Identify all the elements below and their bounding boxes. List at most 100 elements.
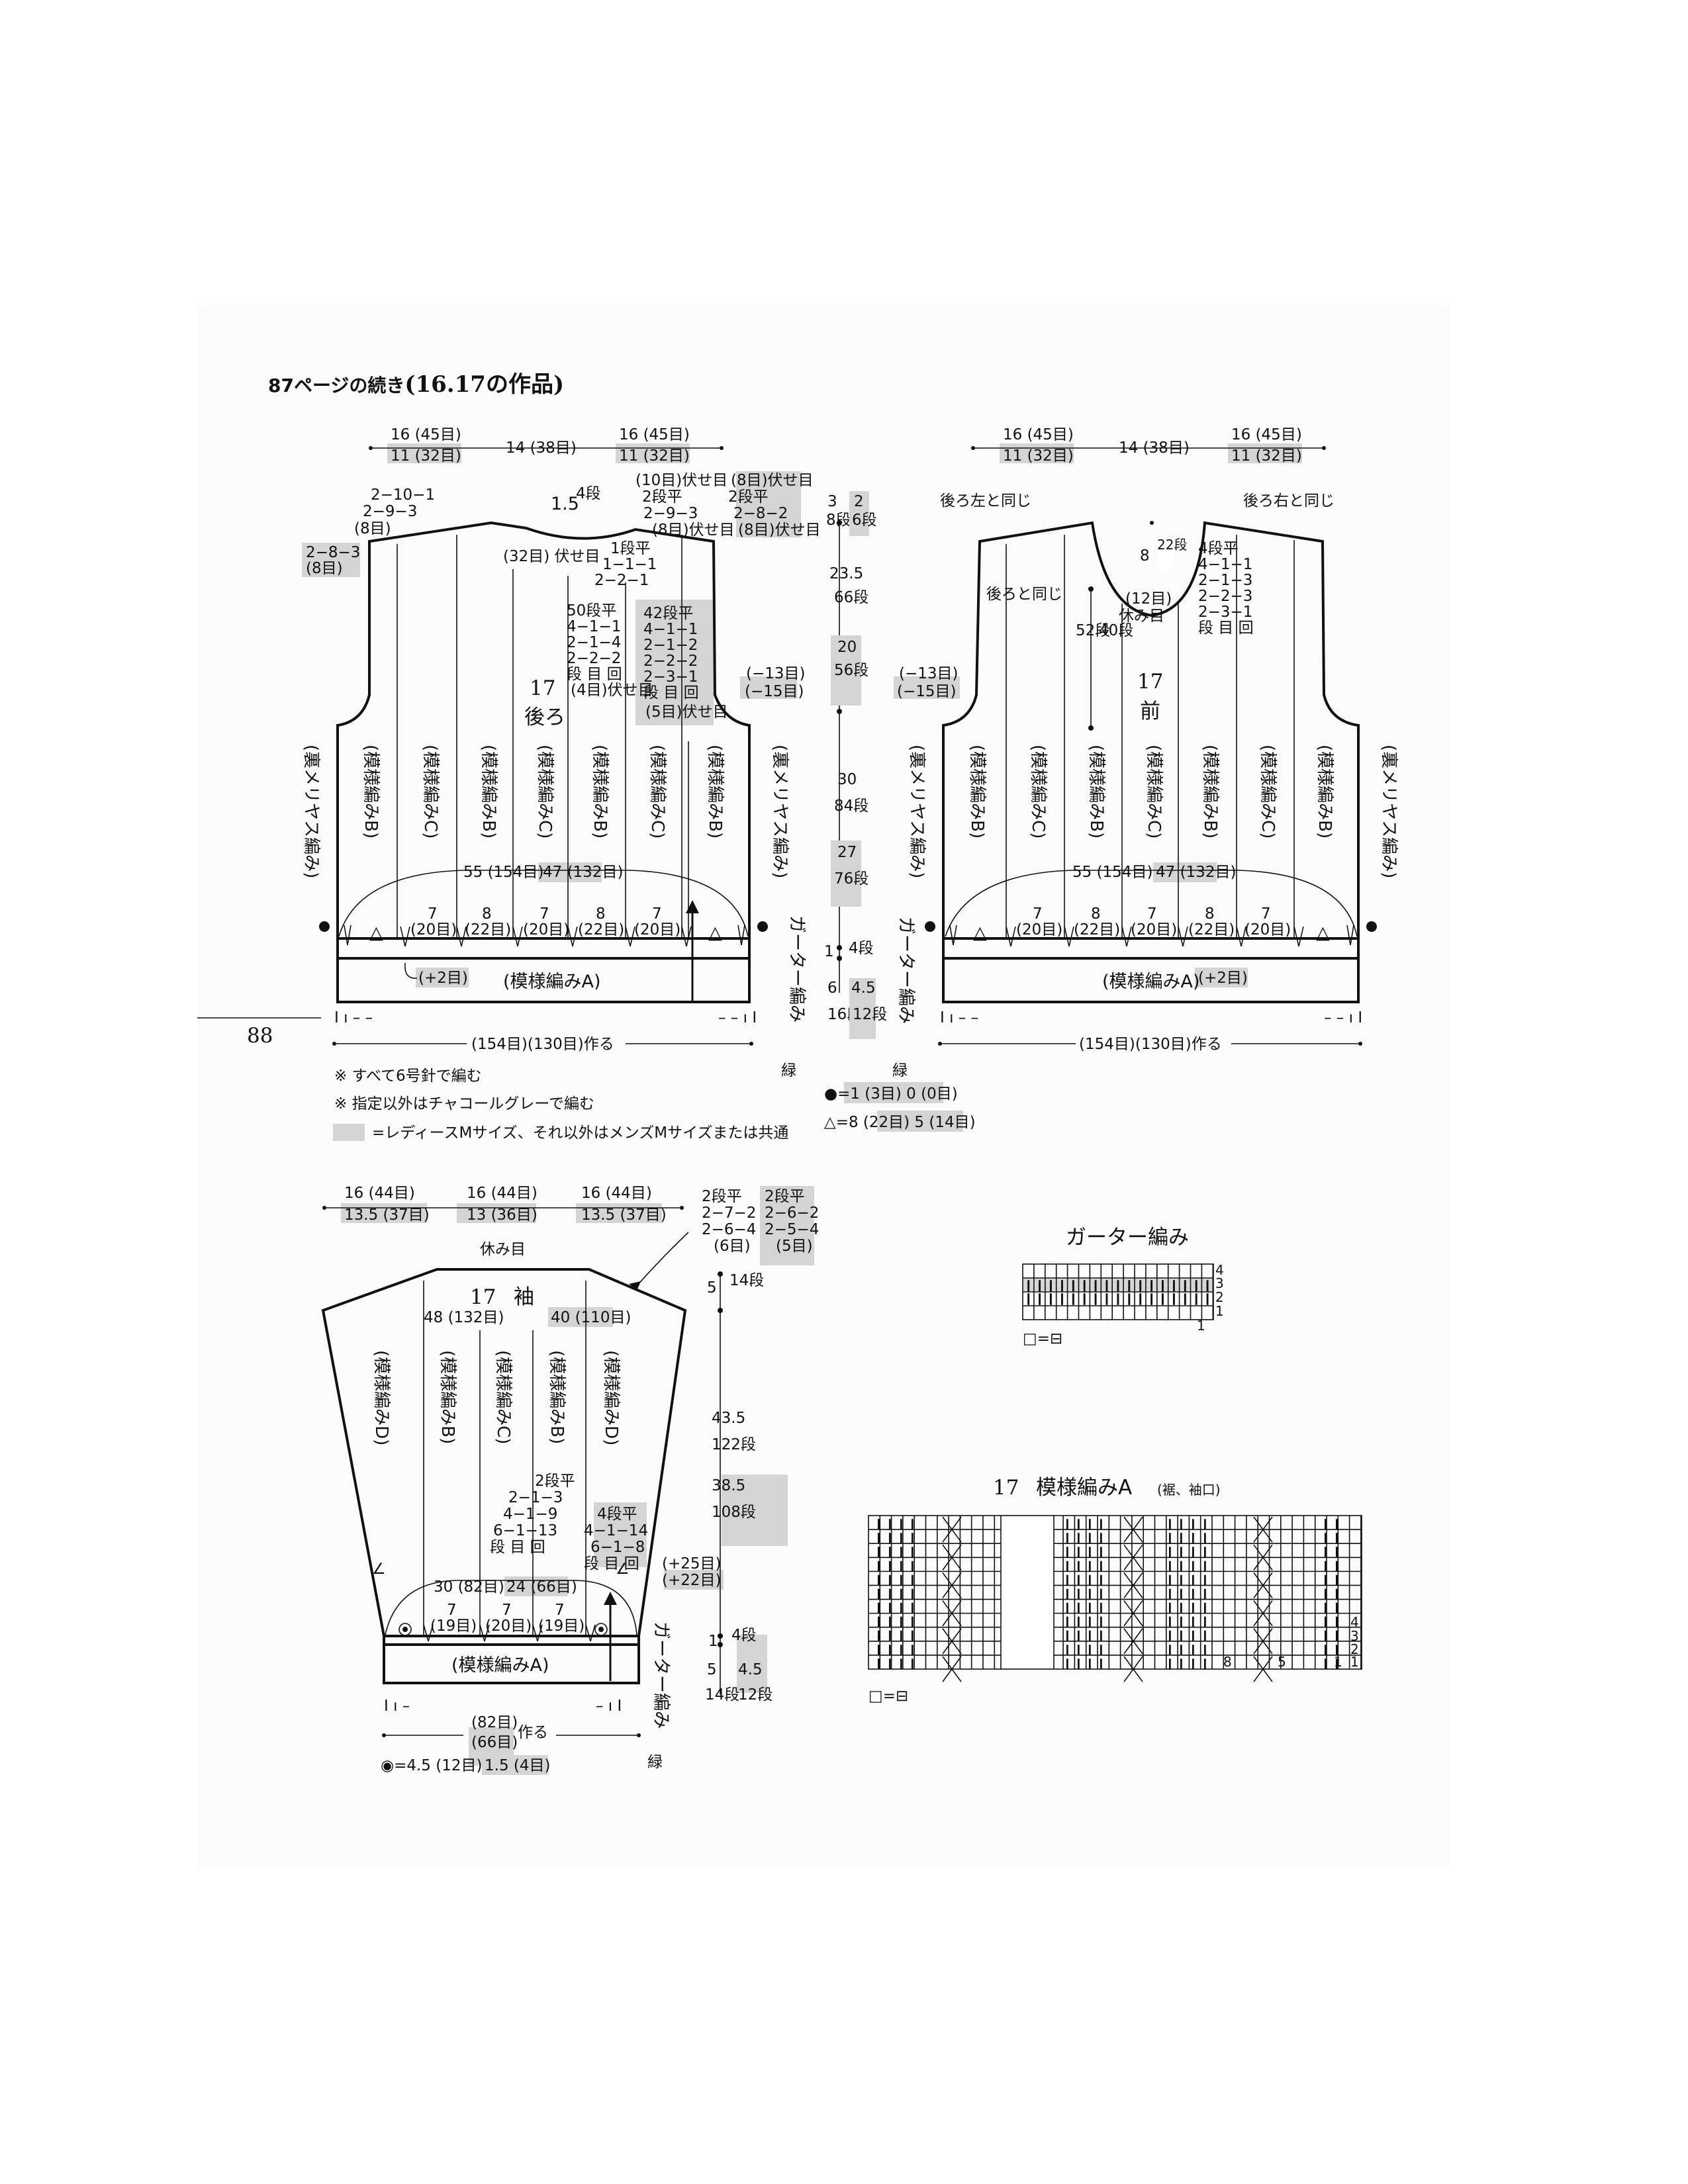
notes: ※ すべて6号針で編む ※ 指定以外はチャコールグレーで編む =レディースMサイ…: [333, 1068, 976, 1142]
svg-text:|: |: [1088, 1603, 1092, 1614]
svg-text:|: |: [1180, 1631, 1183, 1641]
column-label: (裏メリヤス編み): [301, 745, 321, 878]
svg-text:|: |: [1324, 1588, 1327, 1599]
svg-text:|: |: [1180, 1588, 1183, 1599]
svg-text:|: |: [900, 1631, 903, 1641]
svg-text:|: |: [1335, 1588, 1338, 1599]
svg-text:(10目)伏せ目: (10目)伏せ目: [635, 472, 727, 489]
svg-text:|: |: [1088, 1519, 1092, 1529]
svg-text:|: |: [1038, 1292, 1041, 1304]
svg-text:23.5: 23.5: [829, 565, 863, 582]
back-outline: [336, 521, 751, 940]
svg-text:|: |: [888, 1659, 892, 1669]
svg-text:|: |: [1335, 1574, 1338, 1585]
svg-text:|: |: [1168, 1561, 1172, 1571]
svg-text:2段平: 2段平: [765, 1188, 805, 1205]
svg-text:|: |: [1049, 1292, 1053, 1304]
svg-text:|: |: [1077, 1574, 1080, 1585]
svg-text:|: |: [1027, 1292, 1030, 1304]
svg-text:(20目): (20目): [1016, 921, 1062, 938]
svg-text:|: |: [1205, 1279, 1209, 1291]
gray-box: [616, 443, 690, 463]
svg-text:(5目)伏せ目: (5目)伏せ目: [645, 704, 728, 721]
svg-text:50段平: 50段平: [567, 602, 616, 619]
svg-text:|: |: [1116, 1292, 1119, 1304]
svg-text:76段: 76段: [834, 870, 868, 887]
content-panel: [197, 306, 1450, 1868]
svg-text:3: 3: [1350, 1628, 1359, 1644]
svg-text:2−2−1: 2−2−1: [594, 572, 649, 589]
svg-text:|: |: [1060, 1292, 1064, 1304]
svg-text:2−6−2: 2−6−2: [765, 1205, 819, 1222]
legend-dot: ●=1 (3目) 0 (0目): [824, 1085, 958, 1103]
svg-text:|: |: [877, 1659, 880, 1669]
svg-text:|: |: [1088, 1659, 1092, 1669]
svg-text:I ı –: I ı –: [384, 1698, 410, 1715]
svg-text:|: |: [1335, 1547, 1338, 1557]
svg-text:|: |: [911, 1519, 914, 1529]
svg-text:2−1−2: 2−1−2: [643, 637, 698, 654]
svg-text:|: |: [1335, 1519, 1338, 1529]
svg-text:2−10−1: 2−10−1: [371, 486, 435, 504]
svg-text:|: |: [1168, 1574, 1172, 1585]
svg-text:|: |: [1088, 1617, 1092, 1627]
svg-text:|: |: [1203, 1574, 1207, 1585]
svg-text:|: |: [1100, 1617, 1103, 1627]
svg-text:|: |: [1077, 1547, 1080, 1557]
dim-label: 16 (45目): [619, 426, 690, 443]
svg-text:|: |: [1077, 1631, 1080, 1641]
svg-text:(22目): (22目): [1188, 921, 1235, 938]
svg-text:(66目): (66目): [471, 1734, 518, 1751]
svg-text:|: |: [1180, 1574, 1183, 1585]
svg-text:|: |: [911, 1645, 914, 1655]
svg-text:|: |: [1324, 1603, 1327, 1614]
svg-text:|: |: [888, 1603, 892, 1614]
svg-text:(82目): (82目): [471, 1714, 518, 1731]
svg-text:55 (154目): 55 (154目): [1072, 864, 1152, 881]
piece-label: 袖: [514, 1285, 534, 1309]
gray-box: [740, 676, 797, 699]
svg-text:– – ı I: – – ı I: [718, 1009, 757, 1026]
svg-text:|: |: [1324, 1519, 1327, 1529]
svg-text:緑: 緑: [892, 1062, 908, 1079]
svg-text:|: |: [1192, 1561, 1195, 1571]
svg-text:△: △: [708, 923, 722, 943]
svg-text:|: |: [1168, 1631, 1172, 1641]
svg-text:|: |: [888, 1533, 892, 1543]
svg-text:11 (32目): 11 (32目): [1003, 447, 1074, 465]
column-label: (模様編みB): [1315, 745, 1335, 839]
svg-text:4−1−14: 4−1−14: [584, 1522, 648, 1539]
svg-text:(−13目): (−13目): [899, 665, 958, 682]
svg-text:休み目: 休み目: [480, 1241, 526, 1258]
bind-off-label: (32目) 伏せ目: [503, 548, 600, 565]
svg-text:|: |: [1195, 1279, 1198, 1291]
svg-text:|: |: [1335, 1533, 1338, 1543]
column-label: (裏メリヤス編み): [1379, 745, 1399, 878]
svg-text:作る: 作る: [518, 1724, 548, 1741]
note: ※ すべて6号針で編む: [334, 1068, 482, 1085]
svg-text:|: |: [1335, 1631, 1338, 1641]
svg-text:|: |: [1195, 1292, 1198, 1304]
svg-text:|: |: [1180, 1547, 1183, 1557]
svg-text:5: 5: [707, 1279, 717, 1297]
svg-text:(−15目): (−15目): [745, 683, 804, 700]
svg-text:6−1−13: 6−1−13: [493, 1522, 557, 1539]
pattern-a-chart: 17 模様編みA (裾、袖口) ||||||||||||||||||||||||…: [868, 1476, 1362, 1705]
piece-number: 17: [530, 676, 555, 700]
svg-text:48 (132目): 48 (132目): [424, 1309, 504, 1326]
gray-box: [387, 443, 461, 463]
svg-text:4段: 4段: [849, 940, 874, 957]
svg-text:1−1−1: 1−1−1: [602, 556, 657, 573]
svg-text:緑: 緑: [647, 1754, 663, 1771]
svg-text:– ı I: – ı I: [596, 1698, 622, 1715]
svg-text:13.5 (37目): 13.5 (37目): [344, 1206, 430, 1224]
svg-text:1: 1: [1334, 1654, 1342, 1670]
svg-text:(5目): (5目): [776, 1238, 813, 1255]
svg-text:|: |: [1049, 1279, 1053, 1291]
svg-text:|: |: [1027, 1279, 1030, 1291]
svg-text:4: 4: [1215, 1262, 1224, 1278]
svg-text:(154目)(130目)作る: (154目)(130目)作る: [1079, 1036, 1222, 1053]
svg-text:43.5: 43.5: [712, 1410, 745, 1427]
back-hem: [336, 957, 751, 1003]
svg-text:|: |: [1192, 1603, 1195, 1614]
